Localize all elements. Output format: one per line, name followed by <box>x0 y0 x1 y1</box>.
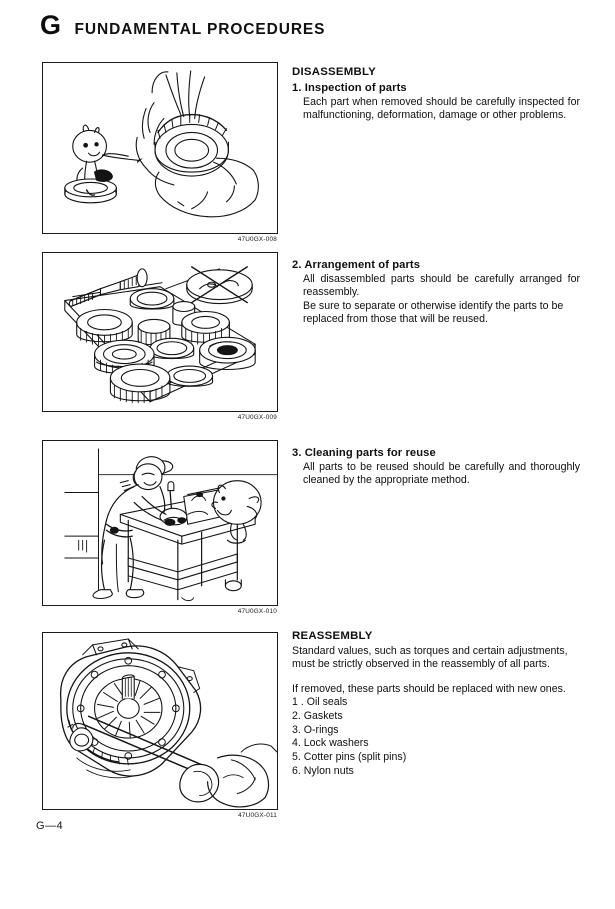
figure-inspection-of-parts: 47U0GX-008 <box>42 62 278 243</box>
figure-frame <box>42 440 278 606</box>
section-subheading: 1. Inspection of parts <box>292 81 407 94</box>
figure-frame <box>42 62 278 234</box>
figure-caption: 47U0GX-009 <box>237 414 277 421</box>
replacement-parts-list: 1 . Oil seals 2. Gaskets 3. O-rings 4. L… <box>292 696 580 779</box>
section-letter: G <box>40 10 61 40</box>
page-header: G FUNDAMENTAL PROCEDURES <box>40 12 580 46</box>
figure-reassembly: 47U0GX-011 <box>42 632 278 819</box>
section-body-second: Be sure to separate or otherwise identif… <box>303 299 564 326</box>
list-item: 4. Lock washers <box>292 737 369 750</box>
section-body-second: If removed, these parts should be replac… <box>292 682 566 695</box>
page-title: FUNDAMENTAL PROCEDURES <box>74 21 326 38</box>
arrangement-of-parts-illustration <box>64 266 256 404</box>
section-heading: DISASSEMBLY <box>292 66 376 78</box>
section-subheading: 3. Cleaning parts for reuse <box>292 447 436 459</box>
list-item: 3. O-rings <box>292 723 339 736</box>
section-disassembly: DISASSEMBLY 1. Inspection of parts Each … <box>292 66 580 123</box>
figure-caption: 47U0GX-010 <box>237 608 277 615</box>
section-body: All disassembled parts should be careful… <box>303 273 580 299</box>
section-cleaning: 3. Cleaning parts for reuse All parts to… <box>292 446 580 488</box>
section-subheading: 2. Arrangement of parts <box>292 259 421 271</box>
figure-frame <box>42 252 278 412</box>
paragraph-spacer <box>292 672 580 683</box>
page-number: G—4 <box>36 820 64 832</box>
cleaning-parts-illustration <box>64 448 277 602</box>
figure-frame <box>42 632 278 810</box>
figure-cleaning-parts: 47U0GX-010 <box>42 440 278 615</box>
figure-arrangement-of-parts: 47U0GX-009 <box>42 252 278 421</box>
list-item: 2. Gaskets <box>292 709 343 722</box>
figure-caption: 47U0GX-011 <box>238 812 277 819</box>
list-item: 1 . Oil seals <box>292 696 348 709</box>
list-item: 6. Nylon nuts <box>292 764 354 777</box>
section-body: Standard values, such as torques and cer… <box>292 644 568 671</box>
section-body: All parts to be reused should be careful… <box>303 461 580 487</box>
section-reassembly: REASSEMBLY Standard values, such as torq… <box>292 630 580 779</box>
section-body: Each part when removed should be careful… <box>303 95 580 122</box>
section-heading: REASSEMBLY <box>292 630 373 642</box>
reassembly-illustration <box>60 638 277 808</box>
figure-caption: 47U0GX-008 <box>237 236 277 243</box>
inspection-of-parts-illustration <box>64 70 259 218</box>
section-arrangement: 2. Arrangement of parts All disassembled… <box>292 258 580 327</box>
list-item: 5. Cotter pins (split pins) <box>292 751 407 764</box>
